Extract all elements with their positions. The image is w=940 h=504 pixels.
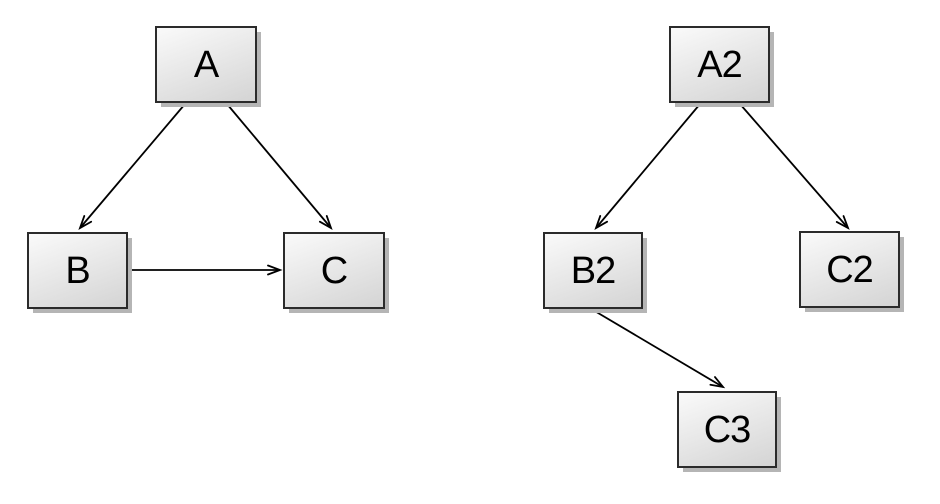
node-label: C2 <box>826 248 874 291</box>
node-label: B2 <box>570 249 616 292</box>
node-A2[interactable]: A2 <box>669 26 770 103</box>
edge-B2-C3[interactable] <box>592 309 726 389</box>
edge-A-B[interactable] <box>78 103 186 230</box>
node-label: A2 <box>697 43 742 86</box>
edge-A2-C2[interactable] <box>739 103 850 230</box>
node-C2[interactable]: C2 <box>799 231 900 308</box>
node-C3[interactable]: C3 <box>677 391 777 468</box>
node-label: A <box>193 43 219 86</box>
node-B[interactable]: B <box>27 232 128 309</box>
node-label: B <box>65 249 90 292</box>
node-C[interactable]: C <box>283 232 385 309</box>
edge-group <box>78 103 850 389</box>
node-label: C3 <box>703 408 752 451</box>
node-B2[interactable]: B2 <box>543 232 643 309</box>
edge-A-C[interactable] <box>226 103 333 230</box>
node-label: C <box>320 249 348 292</box>
edge-A2-B2[interactable] <box>594 103 701 230</box>
node-A[interactable]: A <box>155 26 257 103</box>
